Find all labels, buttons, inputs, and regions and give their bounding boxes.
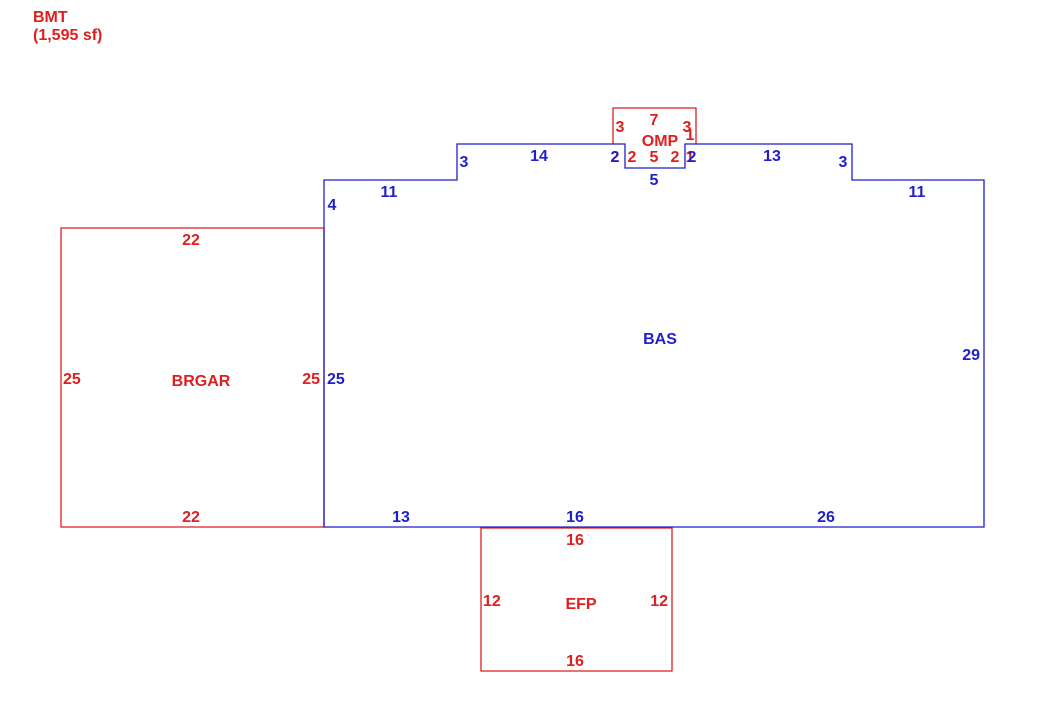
area-omp: OMP 7 3 3 1 2 2 5 2 1 [611,107,697,166]
bas-dim-bottom-b: 16 [566,509,584,526]
bas-dim-omp-right: 2 [688,149,697,166]
efp-dim-bottom: 16 [566,653,584,670]
bas-dim-left-b: 3 [460,154,469,171]
bas-dim-bottom-c: 26 [817,509,835,526]
bas-dim-bump-bottom: 5 [650,172,659,189]
omp-dim-inner-top-right: 1 [686,127,695,144]
bas-dim-top-right: 11 [909,184,926,201]
omp-dim-inner-left-a: 2 [611,149,620,166]
omp-dim-inner-right-a: 2 [671,149,680,166]
bas-outline [323,143,985,528]
bas-dim-right: 29 [962,347,980,364]
omp-dim-inner-right-b: 1 [686,149,695,166]
brgar-dim-left: 25 [63,371,81,388]
bas-dim-omp-left: 2 [611,149,620,166]
omp-dim-right: 3 [683,119,692,136]
efp-dim-left: 12 [483,593,501,610]
bas-dim-bottom-a: 13 [392,509,410,526]
efp-dim-top: 16 [566,532,584,549]
omp-dim-inner-bottom: 5 [650,149,659,166]
omp-label: OMP [642,133,679,150]
area-efp: EFP 16 16 12 12 [480,527,673,672]
bas-dim-top-left-a: 11 [381,184,398,201]
omp-outline [612,107,697,144]
omp-dim-left: 3 [616,119,625,136]
bas-dim-top-b: 14 [530,148,548,165]
omp-dim-top: 7 [650,112,659,129]
bas-dim-left: 25 [327,371,345,388]
bas-label: BAS [643,331,677,348]
sketch-area: (1,595 sf) [33,27,103,44]
area-brgar: BRGAR 22 22 25 25 [60,227,325,528]
brgar-dim-top: 22 [182,232,200,249]
sketch-title: BMT [33,9,68,26]
sketch-header: BMT (1,595 sf) [33,9,102,45]
efp-outline [480,527,673,672]
brgar-label: BRGAR [172,373,231,390]
brgar-dim-right: 25 [302,371,320,388]
bas-dim-top-c: 13 [763,148,781,165]
brgar-dim-bottom: 22 [182,509,200,526]
bas-dim-right-step: 3 [839,154,848,171]
bas-dim-left-step: 4 [328,197,337,214]
omp-dim-inner-left-b: 2 [628,149,637,166]
area-bas: BAS 11 4 3 14 2 2 13 3 11 29 25 13 16 26… [323,143,985,528]
efp-label: EFP [565,596,596,613]
efp-dim-right: 12 [650,593,668,610]
